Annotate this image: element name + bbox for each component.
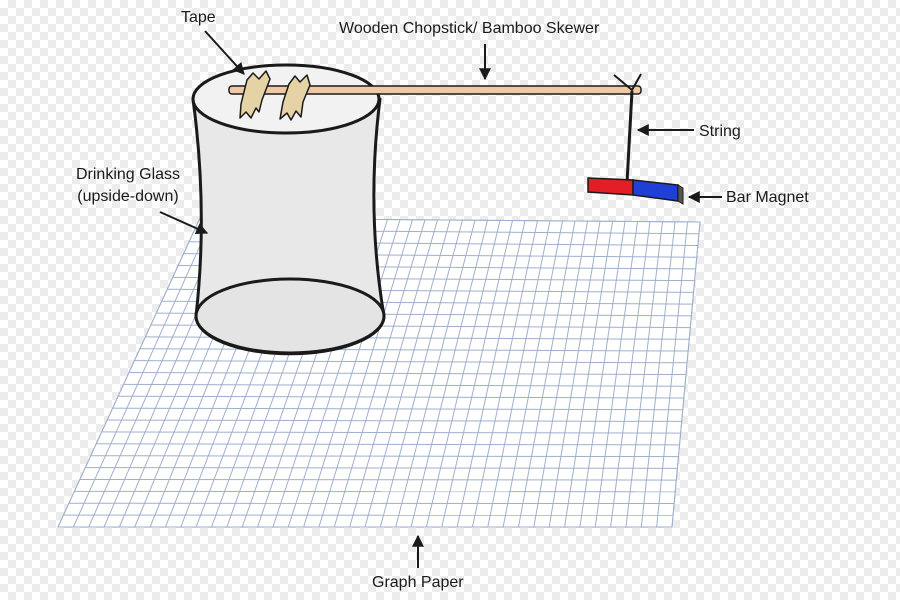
grid-line (139, 348, 689, 352)
graph-paper-label: Graph Paper (372, 574, 464, 591)
glass-rim-ellipse (194, 277, 386, 355)
skewer-label: Wooden Chopstick/ Bamboo Skewer (339, 20, 600, 37)
tape-piece-right (279, 74, 311, 121)
grid-line (85, 467, 678, 469)
tape-pieces (239, 70, 311, 121)
grid-line (90, 455, 679, 458)
grid-line (79, 478, 677, 481)
string-label: String (699, 123, 741, 140)
grid-line (128, 372, 687, 375)
bar-magnet (587, 177, 684, 205)
glass-label-line2: (upside-down) (77, 188, 179, 205)
tape-piece-left (239, 70, 271, 119)
glass-arrow (159, 211, 209, 235)
grid-line (101, 431, 681, 434)
grid-line (134, 360, 688, 364)
grid-line (96, 443, 680, 446)
magnet-label: Bar Magnet (726, 189, 809, 206)
string-knot (613, 73, 642, 92)
wooden-skewer (228, 85, 642, 95)
string (613, 73, 642, 184)
grid-line (118, 395, 684, 399)
grid-line (112, 407, 683, 411)
graph-paper (57, 217, 701, 528)
drinking-glass (191, 63, 386, 356)
grid-line (123, 383, 685, 387)
tape-arrow (204, 30, 245, 75)
glass-label-line1: Drinking Glass (75, 166, 181, 183)
grid-line (107, 419, 682, 422)
tape-label: Tape (181, 9, 216, 26)
